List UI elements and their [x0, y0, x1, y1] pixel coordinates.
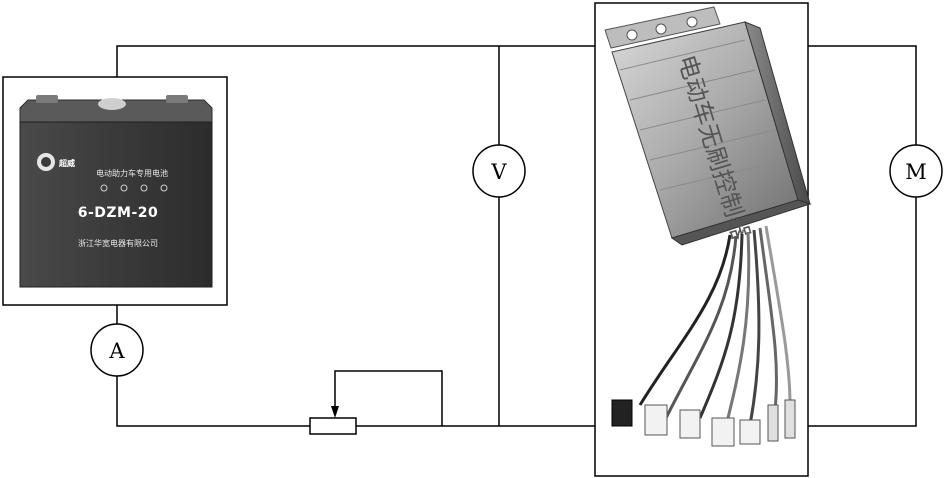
connector-black — [611, 399, 633, 427]
rheostat-resistor — [309, 417, 357, 435]
controller: 电动车无刷控制器 — [594, 2, 812, 477]
fin — [639, 99, 766, 131]
wire-top-left — [116, 45, 595, 77]
controller-cables — [638, 225, 792, 431]
voltmeter-ring — [472, 144, 526, 198]
voltmeter: V — [472, 144, 526, 198]
mount-hole-icon — [686, 16, 698, 28]
battery-body — [19, 121, 213, 288]
info-mark-icon — [160, 184, 168, 192]
fin — [629, 69, 756, 101]
ammeter-ring — [90, 323, 144, 377]
connector-terminal — [784, 399, 796, 439]
wire-motor-bottom — [808, 197, 917, 427]
mount-hole-icon — [655, 23, 667, 35]
motor-ring — [889, 144, 943, 198]
battery-terminal-right — [166, 95, 188, 103]
connector-white — [644, 404, 668, 436]
cert-mark-icon — [100, 184, 108, 192]
rheostat-slider-wire — [334, 370, 443, 426]
rheostat — [309, 406, 357, 435]
motor: M — [889, 144, 943, 198]
battery-brand: 超威 — [58, 158, 75, 168]
motor-symbol: M — [905, 160, 927, 184]
battery-model: 6-DZM-20 — [78, 205, 159, 221]
connector-white — [679, 409, 701, 439]
rheostat-slider-arrow — [331, 406, 339, 418]
recycle-mark-icon — [120, 184, 128, 192]
warning-mark-icon — [140, 184, 148, 192]
battery-terminal-left — [36, 95, 58, 103]
wires — [116, 45, 917, 427]
wire-motor-top — [808, 45, 917, 145]
fin — [659, 159, 786, 191]
ammeter: A — [90, 323, 144, 377]
connector-white — [711, 417, 735, 447]
battery-description: 电动助力车专用电池 — [96, 168, 168, 178]
ammeter-symbol: A — [108, 339, 125, 363]
connector-white — [739, 419, 761, 445]
connector-terminal — [767, 404, 779, 442]
wire-ammeter-bottom — [116, 376, 310, 427]
voltmeter-symbol: V — [490, 160, 507, 184]
controller-end-plate — [670, 199, 812, 246]
fin — [619, 39, 746, 71]
mount-hole-icon — [626, 29, 638, 41]
battery-manufacturer: 浙江华宽电器有限公司 — [78, 238, 158, 248]
fin — [649, 129, 776, 161]
battery: 超威 电动助力车专用电池 6-DZM-20 浙江华宽电器有限公司 — [2, 76, 228, 306]
battery-vent-cap — [98, 98, 126, 110]
